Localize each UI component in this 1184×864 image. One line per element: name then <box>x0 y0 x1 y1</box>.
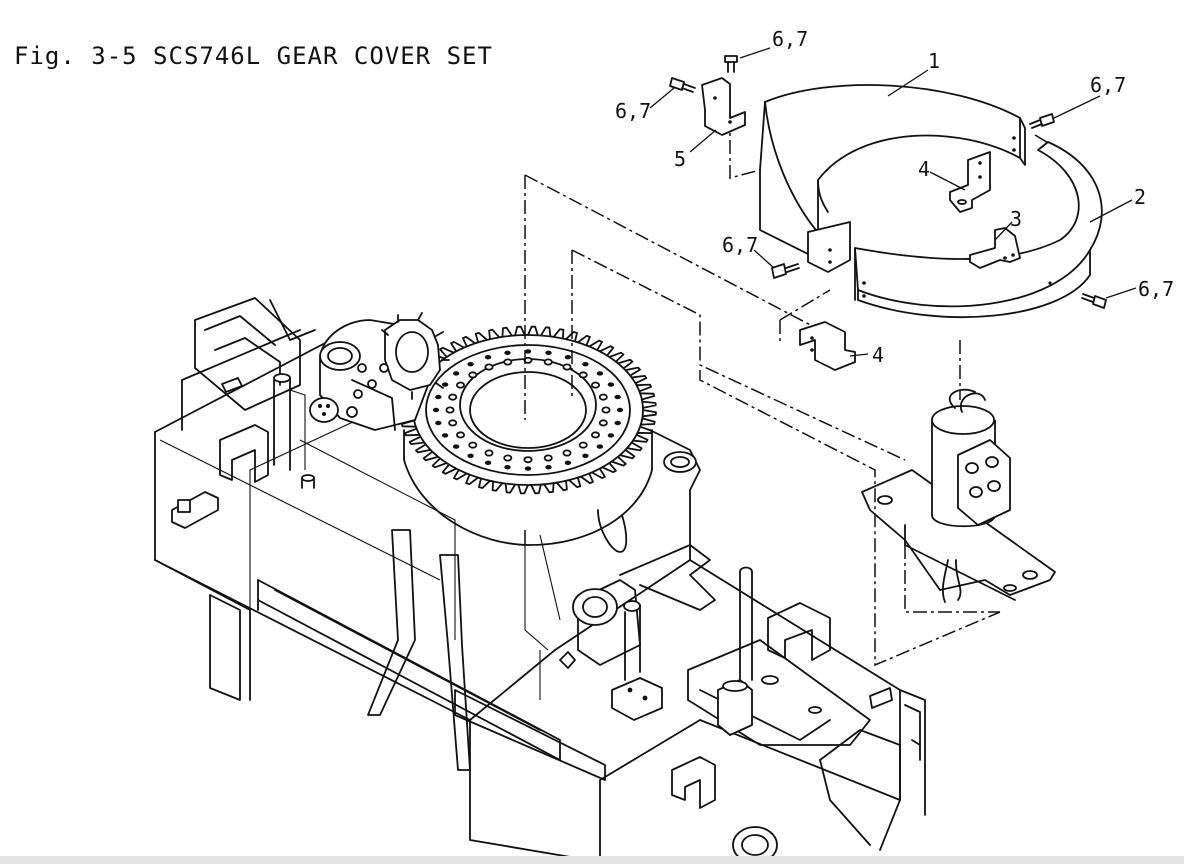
ring-bolt-hole <box>452 444 460 449</box>
ring-bolt-hole <box>468 441 478 449</box>
ring-bolt-hole <box>503 358 513 366</box>
gear-cover-part-1 <box>759 84 1026 273</box>
swivel-joint <box>861 388 1056 603</box>
ring-bolt-hole <box>484 460 492 465</box>
ring-bolt-hole <box>582 453 589 458</box>
bracket-part-3 <box>969 227 1021 269</box>
ring-bolt-hole <box>607 382 615 387</box>
ring-bolt-hole <box>484 363 494 371</box>
callout-6-7-mid: 6,7 <box>722 233 758 257</box>
ring-bolt-hole <box>435 394 442 400</box>
ring-bolt-hole <box>448 393 458 401</box>
callout-2: 2 <box>1134 185 1146 209</box>
ring-bolt-hole <box>432 407 440 413</box>
ring-bolt-hole <box>524 466 532 471</box>
callout-6-7-lower-right: 6,7 <box>1138 277 1174 301</box>
ring-bolt-hole <box>504 465 511 470</box>
ring-bolt-hole <box>441 433 449 438</box>
ring-bolt-hole <box>468 371 478 379</box>
ring-bolt-hole <box>582 362 589 367</box>
bottom-border <box>0 856 1184 864</box>
ring-bolt-hole <box>598 393 608 401</box>
machine-chassis <box>154 297 926 864</box>
ring-bolt-hole <box>578 371 588 379</box>
ring-bolt-hole <box>504 350 511 355</box>
ring-bolt-hole <box>523 456 533 464</box>
callout-6-7-left: 6,7 <box>615 99 651 123</box>
ring-bolt-hole <box>578 441 588 449</box>
explosion-lines <box>524 115 1061 667</box>
ring-bolt-hole <box>484 355 492 360</box>
callout-1: 1 <box>928 49 940 73</box>
bracket-part-4-upper <box>949 151 991 213</box>
ring-bolt-hole <box>562 449 572 457</box>
ring-bolt-hole <box>616 407 624 413</box>
ring-bolt-hole <box>467 453 474 458</box>
ring-bolt-hole <box>601 406 611 414</box>
callout-4-upper: 4 <box>918 157 930 181</box>
ring-bolt-hole <box>614 420 621 426</box>
callout-6-7-top: 6,7 <box>772 27 808 51</box>
callout-4-lower: 4 <box>872 343 884 367</box>
ring-bolt-hole <box>455 431 465 439</box>
ring-bolt-hole <box>596 444 604 449</box>
bracket-part-5 <box>701 77 746 136</box>
ring-bolt-hole <box>614 394 621 400</box>
bracket-part-4-lower <box>799 321 856 371</box>
ring-bolt-hole <box>543 454 553 462</box>
ring-bolt-hole <box>503 454 513 462</box>
ring-bolt-hole <box>591 431 601 439</box>
callout-labels: 1 2 3 4 4 5 6,7 6,7 6,7 6,7 6,7 <box>615 27 1174 367</box>
ring-bolt-hole <box>524 349 532 354</box>
ring-bolt-hole <box>591 381 601 389</box>
ring-bolt-holes <box>432 349 624 471</box>
ring-bolt-hole <box>545 465 552 470</box>
callout-5: 5 <box>674 147 686 171</box>
ring-bolt-hole <box>607 433 615 438</box>
ring-bolt-hole <box>448 419 458 427</box>
ring-bolt-hole <box>543 358 553 366</box>
ring-bolt-hole <box>564 460 572 465</box>
ring-bolt-hole <box>564 355 572 360</box>
ring-bolt-hole <box>452 371 460 376</box>
callout-3: 3 <box>1010 207 1022 231</box>
ring-bolt-hole <box>598 419 608 427</box>
ring-bolt-hole <box>467 362 474 367</box>
ring-bolt-hole <box>455 381 465 389</box>
ring-bolt-hole <box>435 420 442 426</box>
ring-bolt-hole <box>545 350 552 355</box>
swing-pinion-assembly <box>309 312 450 431</box>
bolts-6-7 <box>669 55 1107 309</box>
ring-bolt-hole <box>596 371 604 376</box>
callout-leaders <box>649 47 1137 357</box>
figure-title: Fig. 3-5 SCS746L GEAR COVER SET <box>14 42 493 70</box>
ring-bolt-hole <box>562 363 572 371</box>
ring-bolt-hole <box>445 406 455 414</box>
ring-bolt-hole <box>484 449 494 457</box>
ring-bolt-hole <box>441 382 449 387</box>
callout-6-7-right: 6,7 <box>1090 73 1126 97</box>
